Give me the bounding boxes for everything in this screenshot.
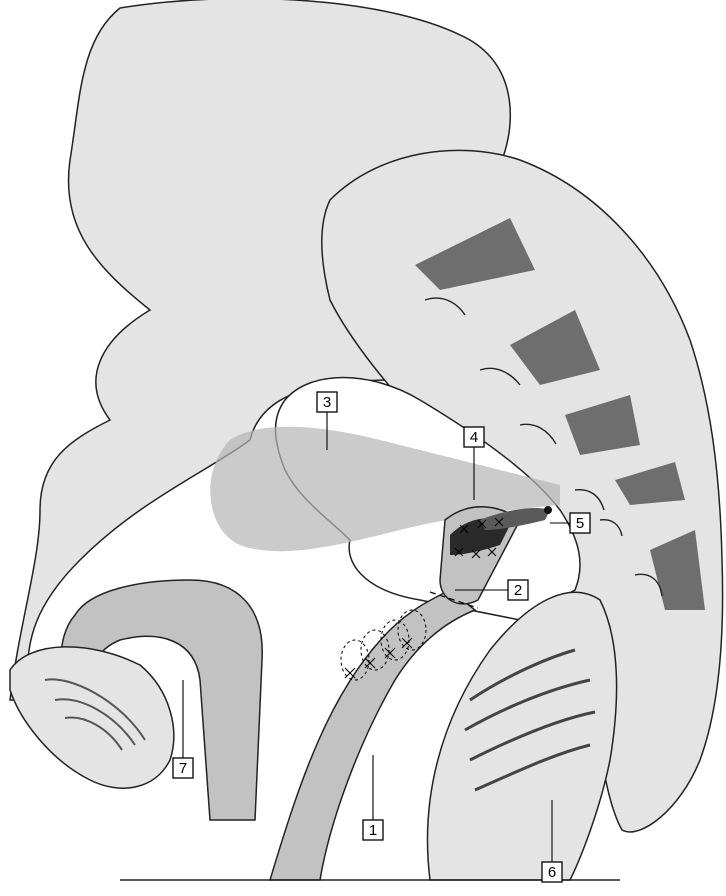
label-4: 4 [464, 427, 484, 447]
label-1-text: 1 [369, 822, 377, 839]
label-2-text: 2 [514, 582, 522, 599]
pubic-bone [10, 647, 174, 788]
label-7-text: 7 [179, 760, 187, 777]
label-6-text: 6 [548, 864, 556, 881]
label-7: 7 [173, 758, 193, 778]
label-5: 5 [570, 513, 590, 533]
label-4-text: 4 [470, 429, 478, 446]
label-3: 3 [317, 392, 337, 412]
stump-end-point [544, 506, 552, 514]
label-1: 1 [363, 820, 383, 840]
label-6: 6 [542, 862, 562, 882]
label-3-text: 3 [323, 394, 331, 411]
label-5-text: 5 [576, 515, 584, 532]
label-2: 2 [508, 580, 528, 600]
